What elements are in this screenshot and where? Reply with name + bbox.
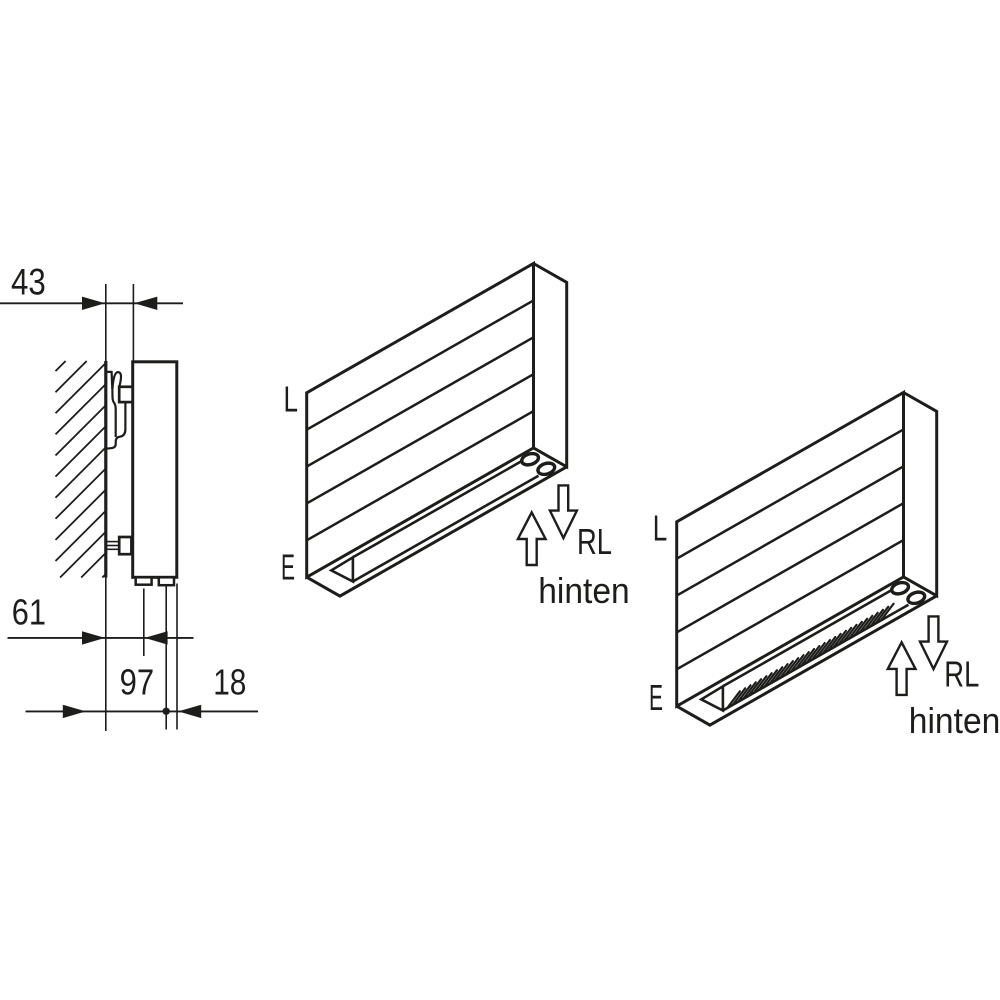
svg-text:E: E <box>281 546 295 587</box>
svg-text:97: 97 <box>120 662 155 703</box>
svg-text:E: E <box>649 677 663 718</box>
svg-text:RL: RL <box>944 654 979 695</box>
svg-text:L: L <box>284 378 299 419</box>
svg-text:L: L <box>653 507 668 548</box>
svg-text:hinten: hinten <box>538 570 630 611</box>
svg-text:hinten: hinten <box>909 700 1000 741</box>
svg-text:RL: RL <box>577 521 612 562</box>
svg-text:43: 43 <box>11 262 46 303</box>
svg-text:61: 61 <box>12 592 46 633</box>
svg-text:18: 18 <box>213 662 246 703</box>
